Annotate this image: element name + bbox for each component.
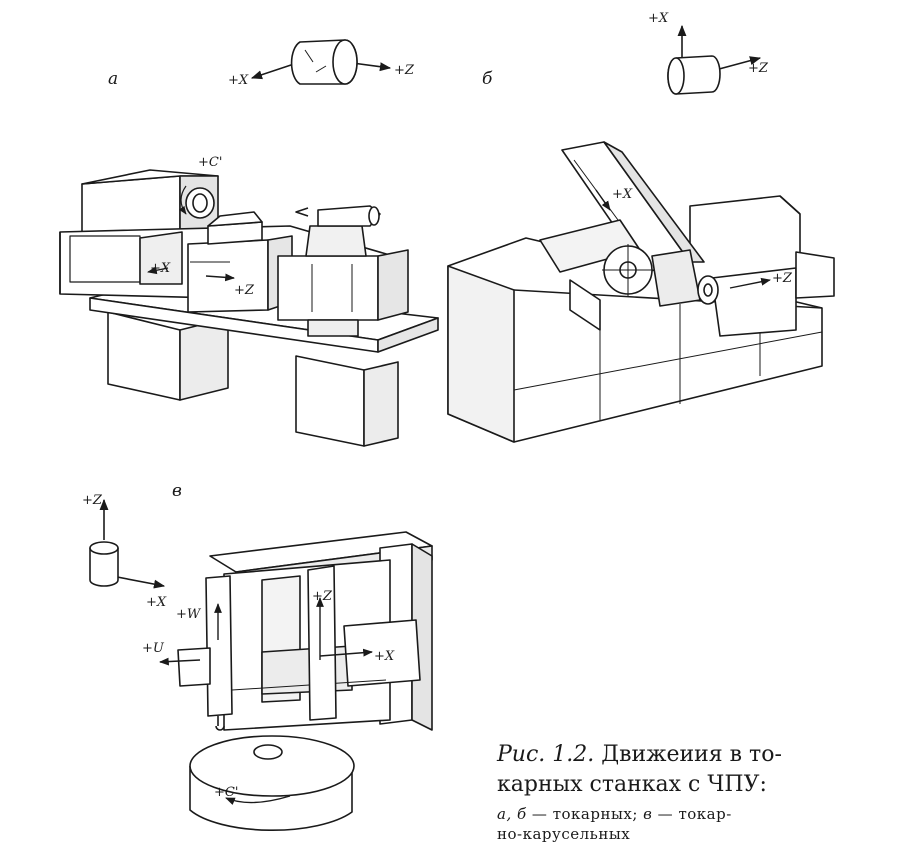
panel-a-z-label: +Z (234, 283, 255, 298)
caption-ref-v: в (643, 805, 653, 823)
panel-v-coordinate-cylinder (89, 498, 166, 589)
panel-a-coord-z-label: +Z (394, 63, 415, 78)
panel-b-coord-x-label: +X (648, 11, 669, 26)
caption-text-vertical: — токар- (652, 805, 732, 823)
panel-a-coord-x-label: +X (228, 73, 249, 88)
panel-v-vertical-lathe: в +Z +X (82, 481, 433, 832)
caption-body-line2: но-карусельных (497, 825, 631, 843)
caption-title-line2: карных станках с ЧПУ: (497, 772, 767, 797)
caption-ref-b: б (517, 805, 527, 823)
panel-a-x-label: +X (150, 261, 171, 276)
panel-v-c-label: +C' (214, 785, 238, 800)
panel-a-letter: а (108, 69, 118, 89)
panel-v-z-label: +Z (312, 589, 333, 604)
panel-b-lathe: б +X +Z (447, 11, 835, 443)
panel-b-letter: б (482, 69, 493, 89)
caption-number: Рис. 1.2. (497, 742, 595, 767)
caption-title-line1: Движеиия в то- (601, 742, 782, 767)
caption-ref-a: а, (497, 805, 512, 823)
panel-v-coord-z-label: +Z (82, 493, 103, 508)
panel-b-z-label: +Z (772, 271, 793, 286)
panel-b-coordinate-cylinder (667, 24, 762, 95)
panel-b-coord-z-label: +Z (748, 61, 769, 76)
panel-b-x-label: +X (612, 187, 633, 202)
caption-body-line1: а, б — токарных; в — токар- (497, 804, 897, 824)
figure-caption: Рис. 1.2. Движеиия в то- карных станках … (497, 740, 897, 844)
panel-a-coordinate-cylinder (250, 39, 392, 85)
caption-title: Рис. 1.2. Движеиия в то- (497, 740, 897, 770)
caption-text-lathes: — токарных; (526, 805, 644, 823)
panel-a-lathe: а +X +Z (59, 39, 439, 447)
panel-v-w-label: +W (176, 607, 202, 622)
panel-v-letter: в (172, 481, 182, 501)
panel-v-x-label: +X (374, 649, 395, 664)
panel-v-u-label: +U (142, 641, 165, 656)
panel-a-c-label: +C' (198, 155, 222, 170)
panel-v-coord-x-label: +X (146, 595, 167, 610)
